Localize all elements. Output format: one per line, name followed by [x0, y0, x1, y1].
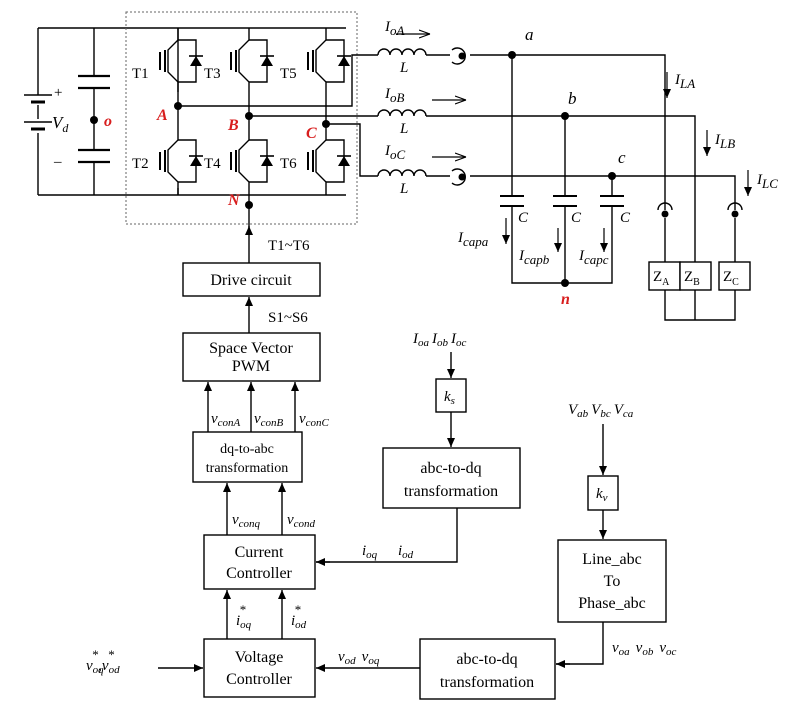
- ks-label: ks: [444, 389, 455, 407]
- line-to-phase-label-2: To: [604, 573, 621, 590]
- vconc-label: vconC: [299, 411, 330, 429]
- node-c-label: c: [618, 148, 626, 167]
- reference-input-label: voq*,vod*: [86, 647, 120, 676]
- current-controller-label-2: Controller: [226, 565, 292, 582]
- abc-to-dq-voltage-label-2: transformation: [440, 674, 534, 691]
- abc-to-dq-current-label-1: abc-to-dq: [420, 460, 481, 477]
- vconb-label: vconB: [254, 411, 284, 429]
- svpwm-block: [182, 332, 321, 382]
- source-plus-sign: +: [54, 85, 62, 101]
- load-zc: [718, 261, 751, 291]
- output-phases: IoA L IoB L IoC L a b c: [178, 19, 736, 262]
- ioa-label: IoA: [384, 19, 405, 38]
- inductor-c-label: L: [399, 181, 408, 197]
- cap-b-label: C: [571, 210, 582, 226]
- t1-t6-label: T1~T6: [268, 238, 310, 254]
- dq-to-abc-block: [192, 431, 303, 483]
- switch-t6-label: T6: [280, 156, 297, 172]
- inverter-boundary: [125, 11, 358, 225]
- current-controller-block: [203, 534, 316, 590]
- dc-link-capacitors: o: [78, 28, 112, 195]
- s1-s6-label: S1~S6: [268, 310, 308, 326]
- inductor-a-label: L: [399, 60, 408, 76]
- zb-label: ZB: [684, 269, 700, 288]
- voltage-controller-label-2: Controller: [226, 671, 292, 688]
- abc-to-dq-current-label-2: transformation: [404, 483, 498, 500]
- loads: ZA ZB ZC ILA ILB ILC: [648, 72, 778, 321]
- iod-label: iod: [398, 543, 414, 561]
- ila-label: ILA: [674, 72, 695, 91]
- vconq-label: vconq: [232, 512, 261, 530]
- node-n-label: n: [561, 291, 570, 308]
- switch-t4-label: T4: [204, 156, 221, 172]
- control-blocks: Drive circuit T1~T6 Space Vector PWM S1~…: [86, 226, 677, 700]
- kv-gain-block: [587, 475, 619, 511]
- iob-label: IoB: [384, 86, 405, 105]
- node-o-label: o: [104, 113, 112, 130]
- ioq-ref-label: ioq*: [236, 602, 252, 631]
- dq-to-abc-label-2: transformation: [206, 461, 288, 476]
- ilc-label: ILC: [756, 172, 778, 191]
- kv-label: kv: [596, 486, 608, 504]
- abc-to-dq-voltage-block: [419, 638, 556, 700]
- load-za: [648, 261, 681, 291]
- drive-circuit-label: Drive circuit: [210, 272, 292, 289]
- switch-t5-label: T5: [280, 66, 297, 82]
- inductor-b-label: L: [399, 121, 408, 137]
- load-zb: [679, 261, 712, 291]
- ioq-label: ioq: [362, 543, 378, 561]
- node-A-label: A: [156, 107, 168, 124]
- inverter-bridge: T1 T3 T5 T2 T4 T6 A B C N: [128, 27, 351, 230]
- iod-ref-label: iod*: [291, 602, 307, 631]
- abc-to-dq-voltage-label-1: abc-to-dq: [456, 651, 517, 668]
- ilb-label: ILB: [714, 132, 735, 151]
- node-N-label: N: [227, 192, 241, 209]
- node-C-label: C: [306, 125, 317, 142]
- ioc-label: IoC: [384, 143, 406, 162]
- line-to-phase-block: [557, 539, 667, 623]
- filter-capacitors: C C C Icapa Icapb Icapc n: [457, 55, 631, 308]
- switch-t1-label: T1: [132, 66, 149, 82]
- node-b-label: b: [568, 89, 577, 108]
- svpwm-label-1: Space Vector: [209, 340, 293, 357]
- abc-to-dq-current-block: [382, 447, 521, 509]
- line-to-phase-label-3: Phase_abc: [578, 595, 646, 612]
- dc-source: + – Vd: [24, 27, 128, 196]
- node-B-label: B: [227, 117, 239, 134]
- dq-to-abc-label-1: dq-to-abc: [220, 442, 274, 457]
- ks-gain-block: [435, 378, 467, 413]
- icapa-label: Icapa: [457, 230, 489, 249]
- cap-a-label: C: [518, 210, 529, 226]
- source-minus-sign: –: [53, 154, 62, 170]
- line-to-phase-label-1: Line_abc: [582, 551, 642, 568]
- switch-t3-label: T3: [204, 66, 221, 82]
- node-a-label: a: [525, 25, 534, 44]
- svpwm-label-2: PWM: [232, 358, 270, 375]
- icapc-label: Icapc: [578, 248, 609, 267]
- switch-t2-label: T2: [132, 156, 149, 172]
- vcond-label: vcond: [287, 512, 316, 530]
- drive-circuit-block: [182, 262, 321, 297]
- za-label: ZA: [653, 269, 670, 288]
- voltage-controller-label-1: Voltage: [235, 649, 284, 666]
- voltage-controller-block: [203, 638, 316, 698]
- vcona-label: vconA: [211, 411, 241, 429]
- cap-c-label: C: [620, 210, 631, 226]
- current-controller-label-1: Current: [235, 544, 284, 561]
- vd-label: Vd: [52, 113, 69, 135]
- icapb-label: Icapb: [518, 248, 550, 267]
- zc-label: ZC: [723, 269, 739, 288]
